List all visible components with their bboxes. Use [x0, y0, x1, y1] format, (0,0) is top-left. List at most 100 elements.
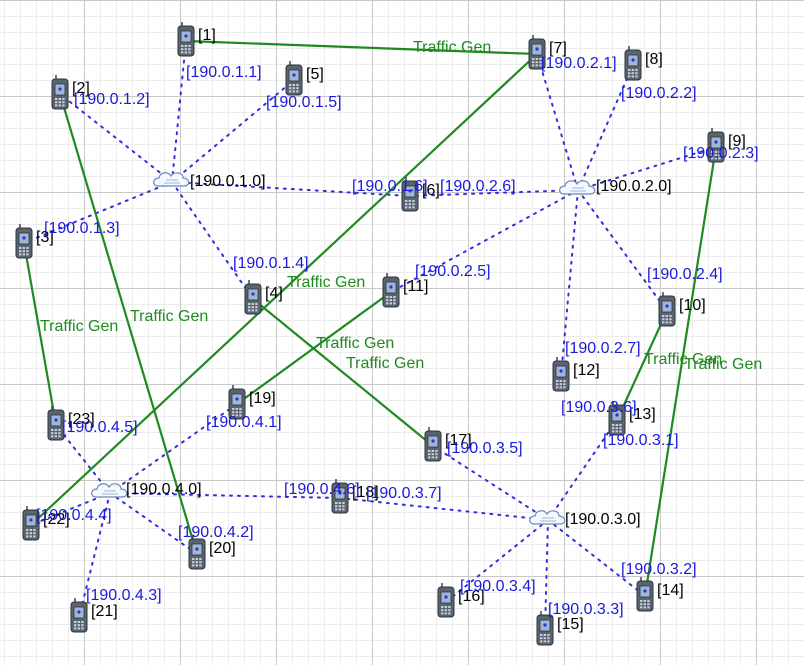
wireless-link: [171, 79, 295, 183]
node-ip-label: [190.0.3.5]: [447, 440, 523, 457]
node-id-label: [20]: [209, 540, 236, 557]
traffic-gen-link[interactable]: [30, 53, 538, 526]
node-ip-label: [190.0.2.1]: [541, 55, 617, 72]
wireless-link: [339, 497, 549, 521]
mobile-node-icon[interactable]: [51, 75, 69, 110]
mobile-node-icon[interactable]: [177, 22, 195, 57]
node-ip-label: [190.0.2.2]: [621, 85, 697, 102]
network-address-label: [190.0.1.0]: [190, 173, 266, 190]
traffic-gen-label: Traffic Gen: [413, 39, 491, 56]
network-cloud-icon[interactable]: [153, 172, 190, 187]
mobile-node-icon[interactable]: [707, 128, 725, 163]
node-id-label: [1]: [198, 27, 216, 44]
traffic-gen-label: Traffic Gen: [40, 318, 118, 335]
mobile-node-icon[interactable]: [47, 406, 65, 441]
node-ip-label: [190.0.2.6]: [440, 178, 516, 195]
node-id-label: [8]: [645, 51, 663, 68]
mobile-node-icon[interactable]: [424, 427, 442, 462]
wireless-link: [577, 189, 668, 312]
mobile-node-icon[interactable]: [624, 46, 642, 81]
node-id-label: [22]: [43, 511, 70, 528]
mobile-node-icon[interactable]: [331, 479, 349, 514]
node-id-label: [4]: [265, 285, 283, 302]
wireless-link: [560, 189, 579, 377]
node-id-label: [17]: [445, 432, 472, 449]
mobile-node-icon[interactable]: [15, 224, 33, 259]
node-id-label: [15]: [557, 616, 584, 633]
mobile-node-icon[interactable]: [536, 611, 554, 646]
node-ip-label: [190.0.1.2]: [74, 91, 150, 108]
traffic-gen-link[interactable]: [252, 298, 434, 447]
node-ip-label: [190.0.3.3]: [548, 601, 624, 618]
node-ip-label: [190.0.3.4]: [460, 578, 536, 595]
mobile-node-icon[interactable]: [382, 273, 400, 308]
node-ip-label: [190.0.2.3]: [683, 145, 759, 162]
node-ip-label: [190.0.4.2]: [178, 524, 254, 541]
node-ip-label: [190.0.3.6]: [561, 399, 637, 416]
mobile-node-icon[interactable]: [401, 177, 419, 212]
mobile-node-icon[interactable]: [437, 583, 455, 618]
node-id-label: [16]: [458, 588, 485, 605]
node-id-label: [9]: [728, 133, 746, 150]
traffic-gen-link[interactable]: [22, 242, 58, 426]
node-id-label: [21]: [91, 603, 118, 620]
network-address-label: [190.0.3.0]: [565, 511, 641, 528]
mobile-node-icon[interactable]: [188, 535, 206, 570]
wireless-link: [547, 519, 646, 597]
node-id-label: [5]: [306, 66, 324, 83]
wireless-link: [536, 53, 579, 191]
traffic-gen-link[interactable]: [616, 310, 668, 421]
node-id-label: [19]: [249, 390, 276, 407]
mobile-node-icon[interactable]: [528, 35, 546, 70]
network-cloud-icon[interactable]: [529, 510, 566, 525]
network-cloud-icon[interactable]: [559, 180, 596, 195]
wireless-link: [432, 445, 549, 521]
node-ip-label: [190.0.2.7]: [565, 340, 641, 357]
node-id-label: [13]: [629, 406, 656, 423]
traffic-gen-label: Traffic Gen: [130, 308, 208, 325]
node-ip-label: [190.0.3.1]: [603, 432, 679, 449]
node-ip-label: [190.0.2.4]: [647, 266, 723, 283]
mobile-node-icon[interactable]: [608, 401, 626, 436]
wireless-link: [78, 492, 111, 618]
node-ip-label: [190.0.3.2]: [621, 561, 697, 578]
mobile-node-icon[interactable]: [228, 385, 246, 420]
node-ip-label: [190.0.1.3]: [44, 220, 120, 237]
mobile-node-icon[interactable]: [658, 292, 676, 327]
traffic-gen-label: Traffic Gen: [684, 356, 762, 373]
traffic-gen-link[interactable]: [185, 39, 538, 56]
node-ip-label: [190.0.4.5]: [62, 419, 138, 436]
mobile-node-icon[interactable]: [636, 577, 654, 612]
wireless-link: [109, 492, 341, 499]
node-ip-label: [190.0.1.6]: [352, 178, 428, 195]
traffic-gen-link[interactable]: [643, 146, 718, 597]
wireless-link: [30, 492, 111, 526]
wireless-link: [445, 519, 549, 603]
traffic-gen-link[interactable]: [236, 291, 392, 405]
node-id-label: [10]: [679, 297, 706, 314]
wireless-link: [109, 492, 198, 555]
network-cloud-icon[interactable]: [91, 483, 128, 498]
node-ip-label: [190.0.1.5]: [266, 94, 342, 111]
wireless-link: [109, 403, 238, 494]
mobile-node-icon[interactable]: [22, 506, 40, 541]
mobile-node-icon[interactable]: [285, 61, 303, 96]
node-id-label: [3]: [36, 229, 54, 246]
mobile-node-icon[interactable]: [552, 357, 570, 392]
wireless-link: [390, 189, 579, 293]
wireless-link: [171, 181, 254, 300]
mobile-node-icon[interactable]: [70, 598, 88, 633]
mobile-node-icon[interactable]: [244, 280, 262, 315]
node-id-label: [23]: [68, 411, 95, 428]
node-ip-label: [190.0.3.7]: [366, 485, 442, 502]
node-ip-label: [190.0.4.6]: [284, 481, 360, 498]
node-id-label: [11]: [403, 278, 429, 295]
traffic-gen-link[interactable]: [58, 93, 199, 555]
node-ip-label: [190.0.2.5]: [415, 263, 491, 280]
traffic-gen-label: Traffic Gen: [316, 335, 394, 352]
node-ip-label: [190.0.4.1]: [206, 414, 282, 431]
traffic-gen-label: Traffic Gen: [346, 355, 424, 372]
network-address-label: [190.0.4.0]: [126, 481, 202, 498]
